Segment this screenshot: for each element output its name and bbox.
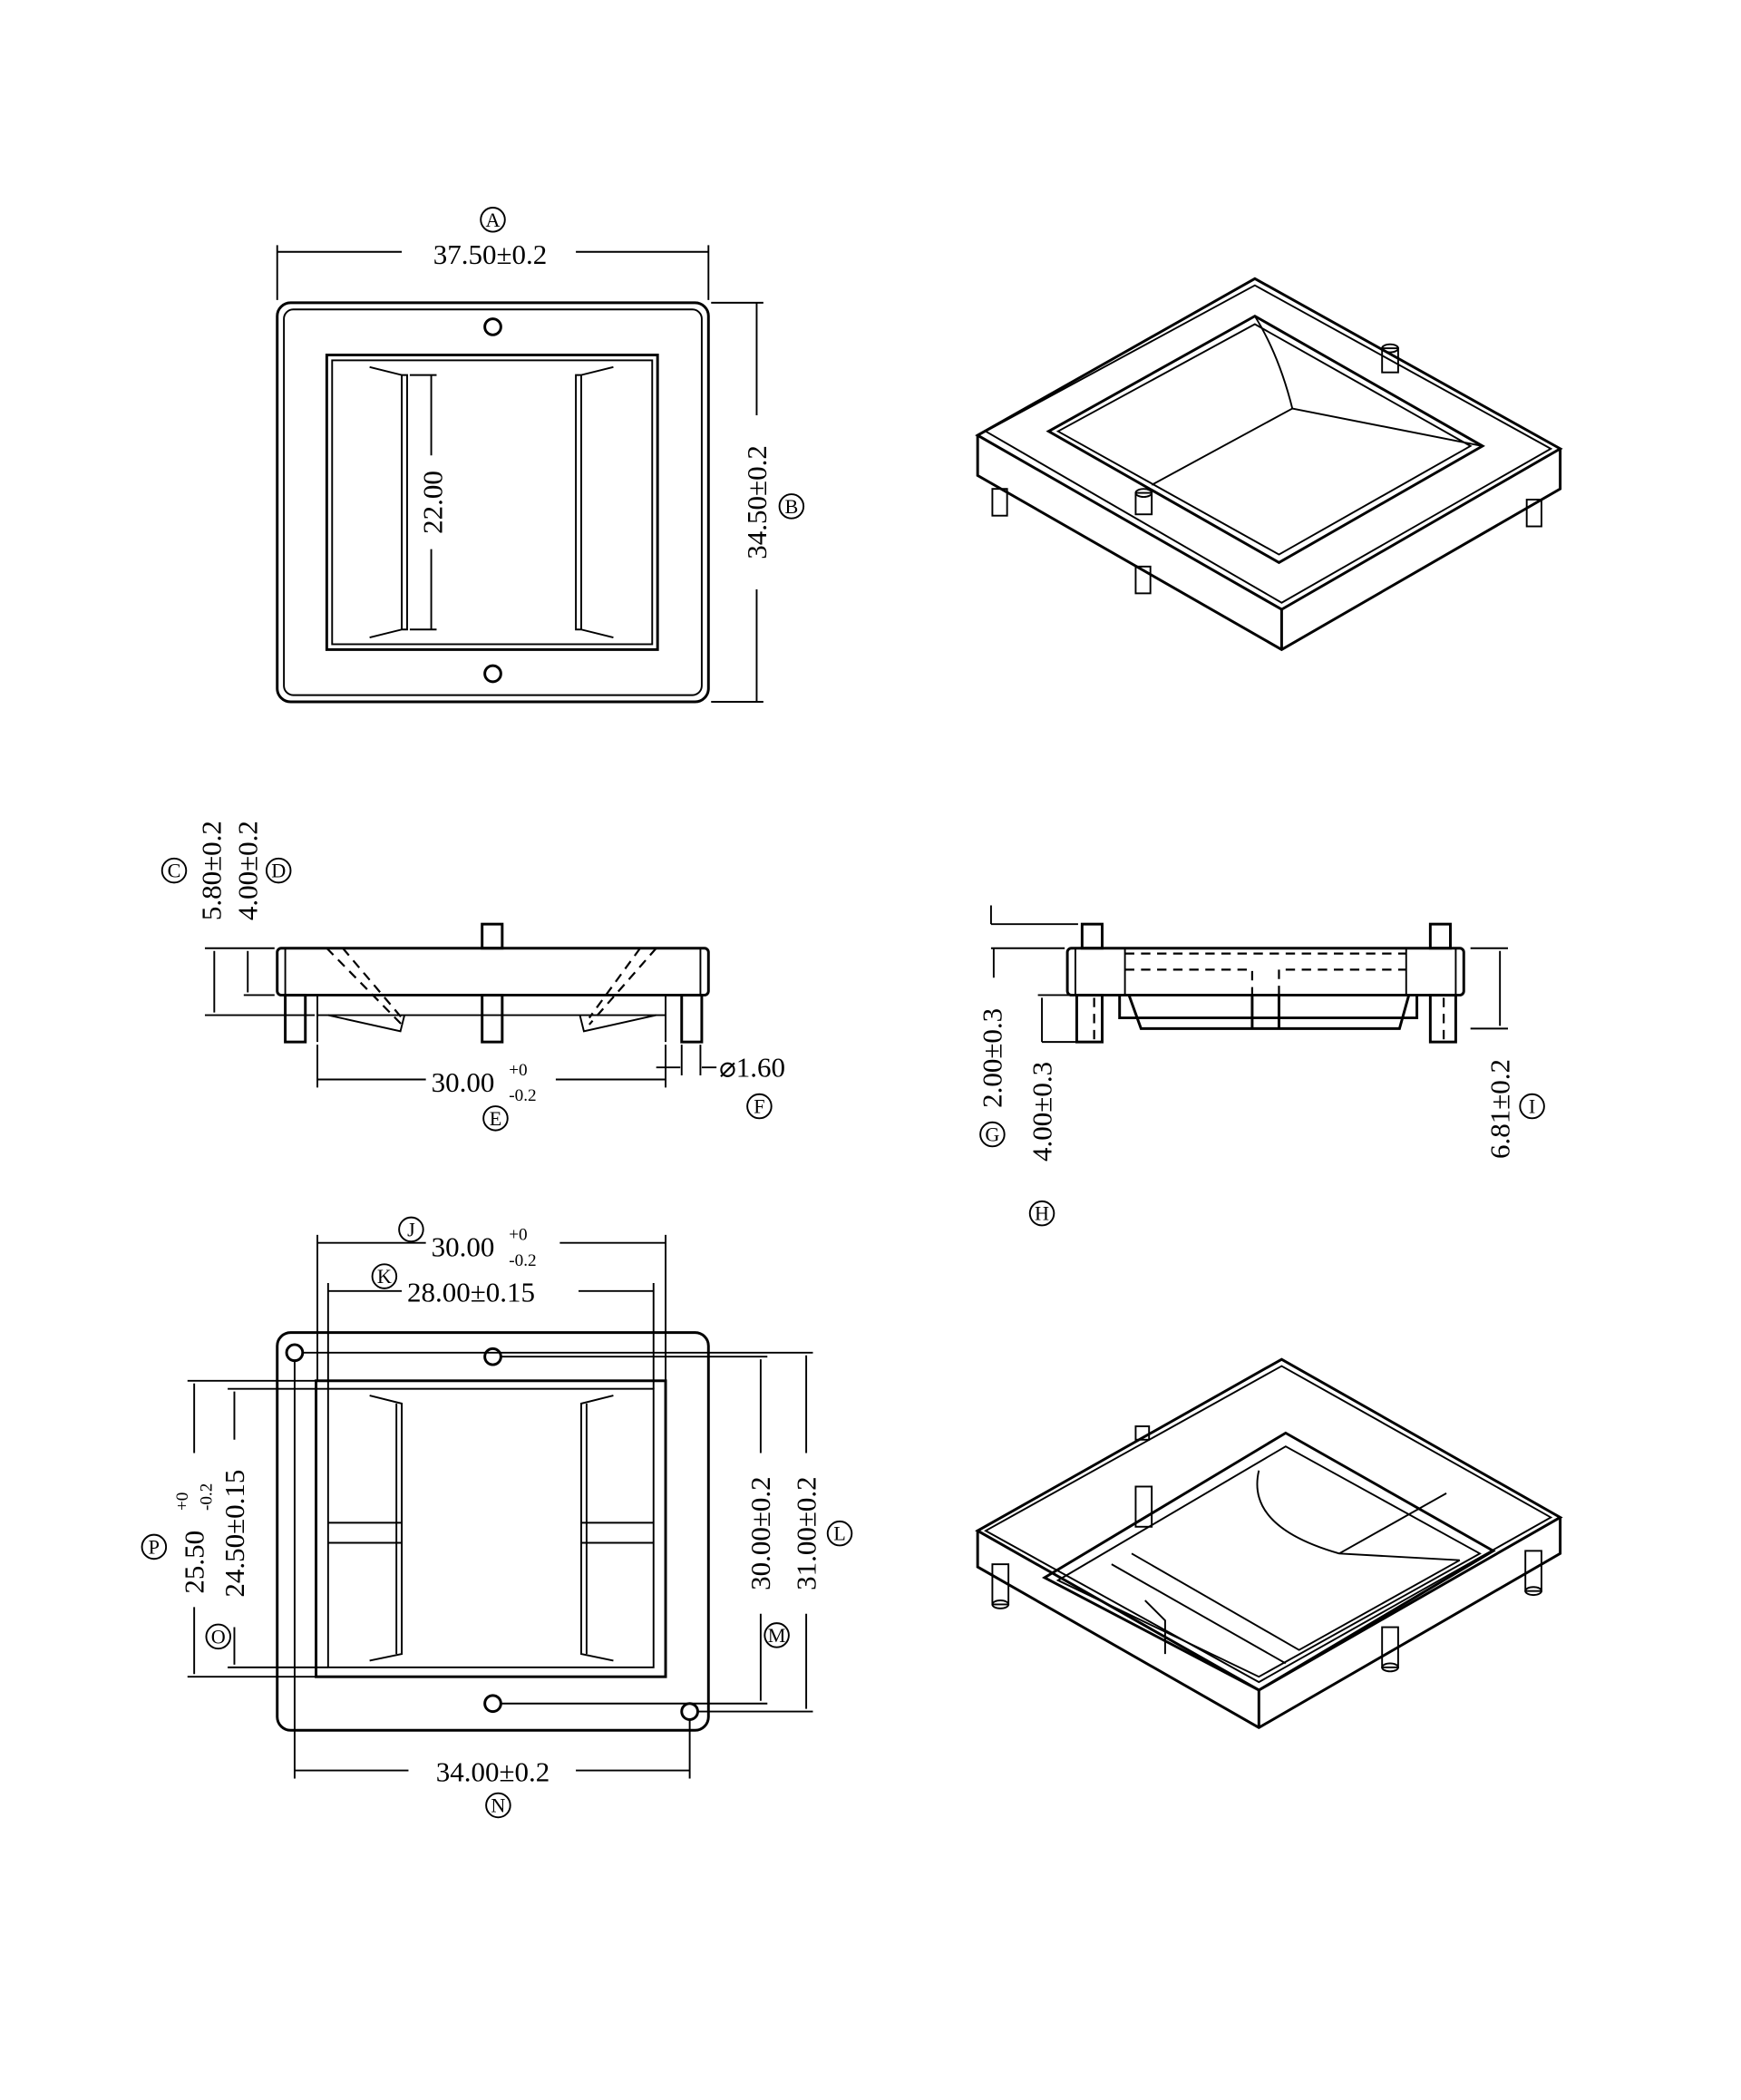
svg-text:D: D xyxy=(271,860,286,882)
svg-text:E: E xyxy=(490,1107,502,1130)
pin xyxy=(1134,1485,1153,1528)
label-p: P xyxy=(141,1533,168,1560)
svg-text:G: G xyxy=(985,1123,999,1146)
label-d: D xyxy=(265,857,292,884)
dim-f: ⌀1.60 xyxy=(719,1052,785,1084)
label-l: L xyxy=(826,1520,853,1547)
svg-text:-0.2: -0.2 xyxy=(509,1251,536,1270)
label-g: G xyxy=(979,1121,1006,1148)
svg-text:L: L xyxy=(833,1522,846,1545)
dim-m: 30.00±0.2 xyxy=(744,1476,776,1590)
label-f: F xyxy=(746,1093,773,1120)
iso-view-top xyxy=(975,277,1563,652)
svg-text:M: M xyxy=(768,1624,786,1647)
pin xyxy=(1134,488,1153,516)
dim-d: 4.00±0.2 xyxy=(232,821,264,920)
bottom-view: 30.00 +0 -0.2 J 28.00±0.15 K 30.00±0.2 3… xyxy=(141,1216,853,1819)
dim-h: 4.00±0.3 xyxy=(1026,1062,1057,1162)
pin-hole xyxy=(483,1347,502,1366)
svg-text:B: B xyxy=(784,495,798,518)
svg-text:C: C xyxy=(168,860,181,882)
label-m: M xyxy=(764,1622,790,1648)
dim-height: 34.50±0.2 xyxy=(741,445,773,559)
svg-text:H: H xyxy=(1035,1202,1049,1225)
dim-p: 25.50 xyxy=(178,1531,209,1594)
pin-hole xyxy=(680,1702,699,1721)
dim-g: 2.00±0.3 xyxy=(977,1008,1008,1108)
label-a: A xyxy=(480,207,506,233)
svg-text:J: J xyxy=(407,1218,415,1240)
label-n: N xyxy=(485,1792,511,1819)
pin xyxy=(1525,499,1542,528)
svg-text:+0: +0 xyxy=(173,1492,192,1511)
side-view-right: 2.00±0.3 4.00±0.3 6.81±0.2 G H I xyxy=(977,905,1545,1227)
dim-o: 24.50±0.15 xyxy=(219,1470,250,1598)
svg-text:O: O xyxy=(211,1625,226,1648)
iso-view-bottom xyxy=(975,1357,1563,1730)
svg-text:F: F xyxy=(754,1095,764,1118)
dim-e: 30.00 xyxy=(432,1066,495,1098)
svg-text:A: A xyxy=(486,209,501,231)
dim-inner: 22.00 xyxy=(416,471,448,534)
pin xyxy=(1524,1550,1542,1597)
label-c: C xyxy=(160,857,188,884)
pin xyxy=(991,1563,1010,1609)
pin-hole xyxy=(483,317,502,336)
pin-hole xyxy=(285,1343,305,1363)
dim-l: 31.00±0.2 xyxy=(790,1476,822,1590)
svg-text:-0.2: -0.2 xyxy=(197,1483,216,1511)
svg-text:I: I xyxy=(1529,1095,1535,1118)
pin xyxy=(1381,343,1399,374)
label-b: B xyxy=(778,493,805,520)
svg-text:K: K xyxy=(377,1265,392,1288)
pin xyxy=(1134,1425,1151,1441)
svg-text:P: P xyxy=(149,1535,160,1558)
label-o: O xyxy=(205,1623,231,1650)
dim-width: 37.50±0.2 xyxy=(433,238,548,270)
label-k: K xyxy=(371,1263,398,1289)
pin-hole xyxy=(483,664,502,684)
label-e: E xyxy=(482,1105,509,1132)
top-view: 37.50±0.2 A 34.50±0.2 B 22.00 xyxy=(276,207,805,704)
label-h: H xyxy=(1028,1200,1055,1227)
dim-j: 30.00 xyxy=(432,1230,495,1262)
dim-i: 6.81±0.2 xyxy=(1483,1059,1515,1159)
side-view-left: 5.80±0.2 4.00±0.2 C D 30.00 +0 -0.2 E ⌀1… xyxy=(160,821,785,1132)
svg-text:+0: +0 xyxy=(509,1061,527,1080)
label-j: J xyxy=(398,1216,424,1243)
pin xyxy=(1134,565,1152,595)
dim-c: 5.80±0.2 xyxy=(196,821,228,920)
label-i: I xyxy=(1519,1093,1545,1120)
dim-k: 28.00±0.15 xyxy=(407,1277,535,1308)
pin-hole xyxy=(483,1694,502,1714)
pin xyxy=(991,488,1008,517)
svg-text:-0.2: -0.2 xyxy=(509,1086,536,1105)
svg-text:N: N xyxy=(491,1794,505,1816)
dim-n: 34.00±0.2 xyxy=(436,1755,550,1787)
svg-text:+0: +0 xyxy=(509,1226,527,1245)
pin xyxy=(1381,1626,1399,1673)
